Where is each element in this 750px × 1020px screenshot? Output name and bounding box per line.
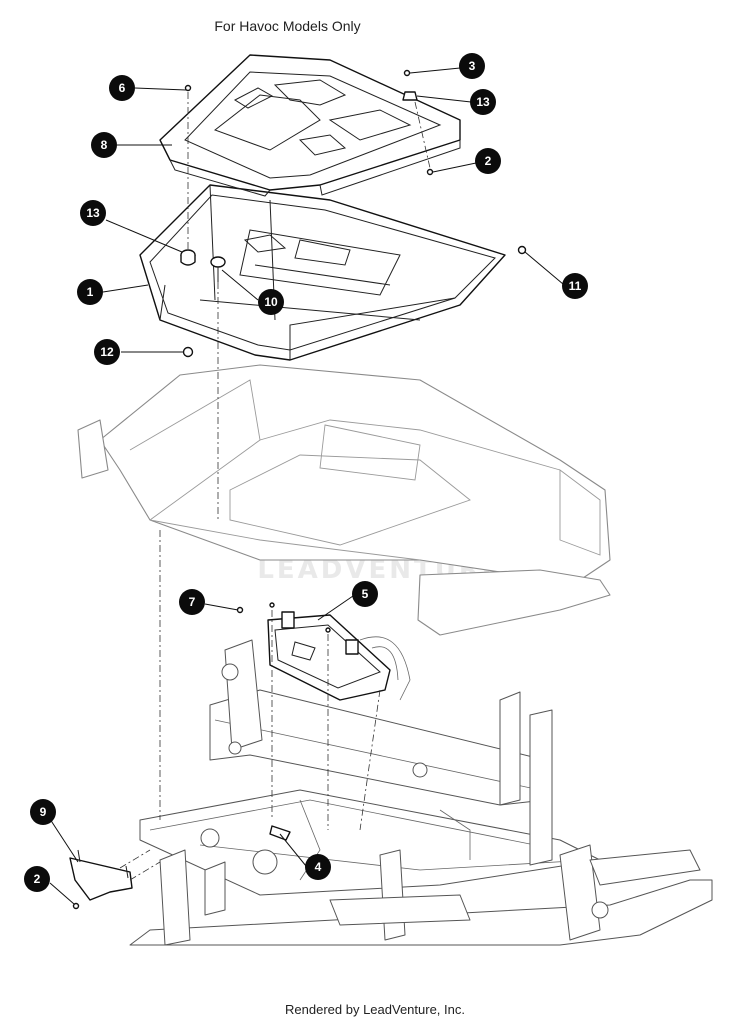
callout-label: 2	[485, 154, 492, 168]
support-plate	[69, 849, 133, 901]
callout-7: 7	[179, 589, 205, 615]
callout-12: 12	[94, 339, 120, 365]
callout-label: 3	[469, 59, 476, 73]
footer-credit: Rendered by LeadVenture, Inc.	[285, 1002, 465, 1017]
callout-13: 13	[80, 200, 106, 226]
callout-6: 6	[109, 75, 135, 101]
hood-panel	[77, 364, 611, 636]
callout-4: 4	[305, 854, 331, 880]
callout-5: 5	[352, 581, 378, 607]
callout-1: 1	[77, 279, 103, 305]
callout-2: 2	[24, 866, 50, 892]
callout-label: 8	[101, 138, 108, 152]
callout-10: 10	[258, 289, 284, 315]
callout-label: 9	[40, 805, 47, 819]
rack-mat	[159, 54, 461, 197]
callout-11: 11	[562, 273, 588, 299]
callout-8: 8	[91, 132, 117, 158]
callout-label: 7	[189, 595, 196, 609]
callout-label: 4	[315, 860, 322, 874]
hardware	[72, 69, 527, 910]
diagram-title: For Havoc Models Only	[214, 18, 361, 34]
callout-label: 13	[86, 206, 100, 220]
callout-label: 11	[569, 279, 582, 293]
alignment-lines	[119, 92, 431, 881]
callout-label: 10	[264, 295, 278, 309]
callout-label: 1	[87, 285, 94, 299]
callout-label: 12	[100, 345, 114, 359]
mounting-bracket	[267, 611, 391, 701]
callout-3: 3	[459, 53, 485, 79]
cargo-rack	[139, 184, 506, 361]
callout-label: 6	[119, 81, 126, 95]
callout-label: 5	[362, 587, 369, 601]
callout-13: 13	[470, 89, 496, 115]
callout-9: 9	[30, 799, 56, 825]
callout-2: 2	[475, 148, 501, 174]
chassis-frame	[129, 636, 713, 946]
leader-lines	[47, 67, 564, 905]
callout-label: 2	[34, 872, 41, 886]
callout-label: 13	[476, 95, 490, 109]
